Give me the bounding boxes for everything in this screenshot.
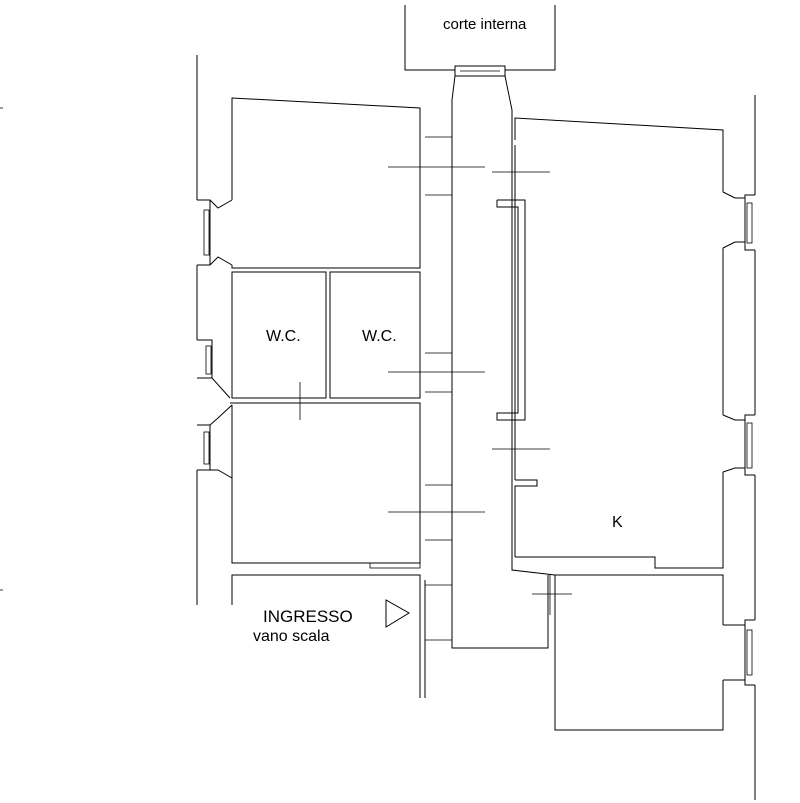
edge-marks <box>0 107 3 591</box>
entrance-label: INGRESSO <box>263 607 353 626</box>
kitchen-label: K <box>612 514 623 531</box>
room-lower-right <box>554 574 745 731</box>
room-upper-left <box>231 97 421 269</box>
wc-right-room <box>329 271 421 399</box>
wc-right-label: W.C. <box>362 328 397 345</box>
entrance-arrow-icon <box>385 599 410 628</box>
stairwell-label: vano scala <box>253 628 330 645</box>
right-facade <box>744 95 756 800</box>
wc-left-label: W.C. <box>266 328 301 345</box>
door-marks-left <box>285 166 485 513</box>
courtyard-frame <box>404 5 556 77</box>
room-lower-left <box>230 402 421 564</box>
corridor <box>424 75 572 698</box>
cabinet <box>496 199 526 421</box>
kitchen-room <box>514 117 745 569</box>
courtyard-label: corte interna <box>443 16 527 33</box>
left-facade <box>196 55 233 605</box>
entrance-area <box>231 574 421 698</box>
wc-left-room <box>231 271 327 399</box>
